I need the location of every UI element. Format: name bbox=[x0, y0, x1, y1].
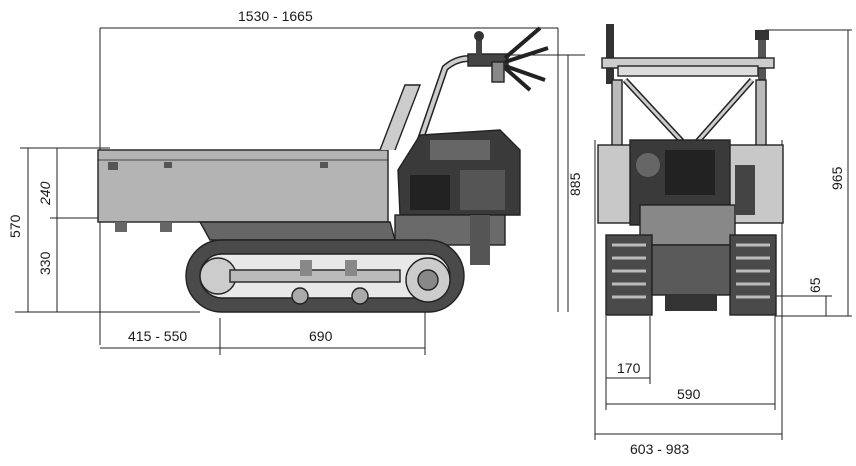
dim-total-height: 965 bbox=[765, 29, 852, 316]
front-tracks bbox=[605, 234, 777, 316]
label-track-length: 690 bbox=[309, 328, 333, 344]
label-lower-330: 330 bbox=[37, 251, 53, 275]
handle-frame bbox=[379, 26, 549, 172]
label-rear-overhang: 415 - 550 bbox=[128, 328, 187, 344]
label-overall-length: 1530 - 1665 bbox=[238, 8, 313, 24]
engine bbox=[394, 129, 521, 265]
label-ground-clearance: 65 bbox=[807, 277, 823, 293]
label-track-span: 590 bbox=[677, 386, 701, 402]
front-bed-engine bbox=[597, 139, 784, 246]
dim-bottom-lengths: 415 - 550 690 bbox=[100, 300, 426, 355]
track-assembly bbox=[185, 239, 465, 313]
label-total-height: 965 bbox=[829, 166, 845, 190]
label-height-570: 570 bbox=[7, 214, 23, 238]
front-handle-frame bbox=[601, 24, 775, 153]
front-view: 965 65 170 590 603 - 983 bbox=[594, 24, 852, 457]
label-handle-height: 885 bbox=[567, 172, 583, 196]
label-track-width: 170 bbox=[617, 360, 641, 376]
label-overall-width: 603 - 983 bbox=[630, 441, 689, 457]
label-bed-depth-240: 240 bbox=[37, 181, 53, 206]
dump-bed bbox=[97, 149, 396, 241]
side-view: 1530 - 1665 885 570 240 330 415 - 550 69… bbox=[7, 8, 585, 355]
dim-bed-heights: 570 240 330 bbox=[7, 147, 200, 313]
dim-overall-length: 1530 - 1665 bbox=[99, 8, 559, 345]
